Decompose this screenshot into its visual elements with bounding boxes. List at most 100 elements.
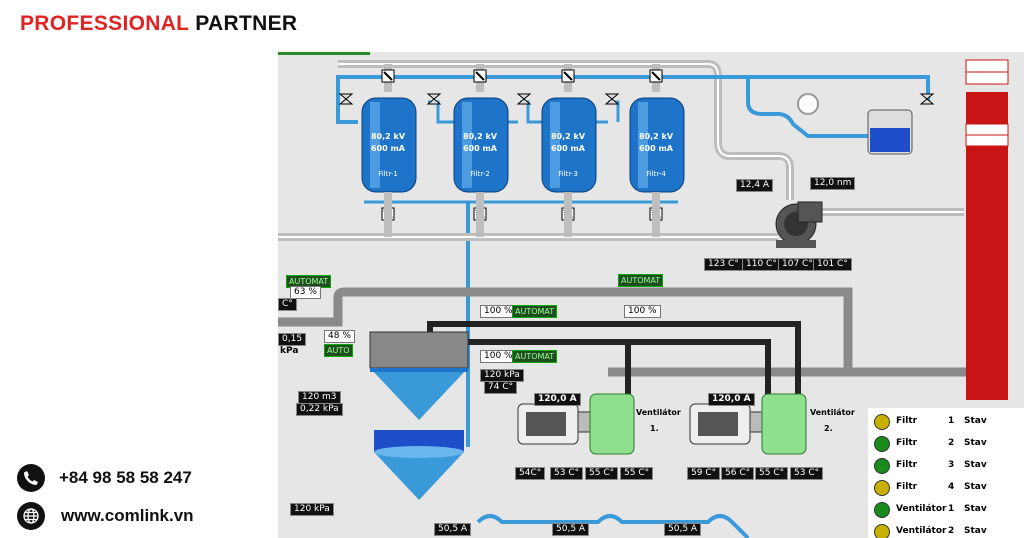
- filter-4-voltage: 80,2 kV: [638, 132, 674, 141]
- particle-size: 12,0 nm: [810, 177, 856, 190]
- pipe-water-link3: [608, 100, 620, 122]
- phone-number: +84 98 58 58 247: [59, 468, 192, 487]
- water-tank-level: [870, 128, 910, 152]
- valve-left-percent: 63 %: [290, 286, 321, 299]
- status-num-5: 1: [948, 504, 955, 514]
- automat-b[interactable]: AUTOMAT: [512, 350, 558, 363]
- motor-2-temp-4: 53 C°: [790, 467, 824, 480]
- filter-2-current: 600 mA: [462, 144, 497, 153]
- motor-2-current: 120,0 A: [708, 393, 755, 406]
- hopper-temp: 74 C°: [484, 381, 518, 394]
- status-num-4: 4: [948, 482, 955, 492]
- motor-2-num: 2.: [824, 424, 833, 433]
- main-fan-icon: [775, 201, 823, 248]
- pipe-black-3: [628, 339, 771, 412]
- filter-1-voltage: 80,2 kV: [370, 132, 406, 141]
- motor-1-icon: [517, 403, 591, 445]
- amps-bottom-2: 50,5 A: [552, 523, 590, 536]
- status-panel-bg: [868, 408, 1024, 538]
- filter-1-name: Filtr-1: [378, 170, 398, 178]
- temp-unit: C°: [278, 298, 297, 311]
- motor-1-label: Ventilátor: [636, 408, 681, 417]
- automat-a[interactable]: AUTOMAT: [512, 305, 558, 318]
- globe-icon: [17, 502, 45, 530]
- motor-2-label: Ventilátor: [810, 408, 855, 417]
- status-label-1: Filtr: [896, 416, 918, 426]
- filter-3-voltage: 80,2 kV: [550, 132, 586, 141]
- motor-2-temp-2: 56 C°: [721, 467, 755, 480]
- status-stav-5: Stav: [964, 504, 987, 514]
- status-label-4: Filtr: [896, 482, 918, 492]
- filter-2-name: Filtr-2: [470, 170, 490, 178]
- filter-4-name: Filtr-4: [646, 170, 666, 178]
- auto-mode[interactable]: AUTO: [324, 344, 353, 357]
- valve-mid-percent: 100 %: [624, 305, 661, 318]
- pump-icon: [797, 93, 819, 115]
- fan-2-icon: [761, 393, 807, 455]
- motor-1-temp-1: 54C°: [515, 467, 546, 480]
- motor-2-icon: [689, 403, 763, 445]
- motor-1-temp-3: 55 C°: [585, 467, 619, 480]
- pipe-water-left: [336, 82, 358, 124]
- status-led-filtr-2: [874, 436, 890, 452]
- temp-top-4: 101 C°: [813, 258, 852, 271]
- filter-2-voltage: 80,2 kV: [462, 132, 498, 141]
- motor-1-current: 120,0 A: [534, 393, 581, 406]
- status-led-filtr-1: [874, 414, 890, 430]
- temp-top-2: 110 C°: [742, 258, 781, 271]
- status-num-2: 2: [948, 438, 955, 448]
- amps-bottom-3: 50,5 A: [664, 523, 702, 536]
- pipe-top-highlight: [338, 63, 791, 200]
- status-num-3: 3: [948, 460, 955, 470]
- pipe-water-top: [336, 75, 930, 102]
- status-label-5: Ventilátor: [896, 504, 947, 514]
- brand-word-partner: PARTNER: [195, 12, 298, 35]
- scada-diagram: [278, 52, 1024, 538]
- hopper: [369, 331, 469, 420]
- main-fan-current: 12,4 A: [736, 179, 774, 192]
- status-led-filtr-4: [874, 480, 890, 496]
- status-line: [278, 52, 370, 55]
- website-url: www.comlink.vn: [61, 506, 194, 525]
- pressure-value: 0,15: [278, 333, 307, 346]
- fan-1-icon: [589, 393, 635, 455]
- valve-48-percent: 48 %: [324, 330, 355, 343]
- status-label-6: Ventilátor: [896, 526, 947, 536]
- motor-2-temp-3: 55 C°: [755, 467, 789, 480]
- pressure-022: 0,22 kPa: [296, 403, 343, 416]
- motor-1-temp-2: 53 C°: [550, 467, 584, 480]
- status-label-3: Filtr: [896, 460, 918, 470]
- pipe-water-bottom-run: [476, 514, 750, 538]
- amps-bottom-1: 50,5 A: [434, 523, 472, 536]
- status-stav-2: Stav: [964, 438, 987, 448]
- contact-website[interactable]: www.comlink.vn: [17, 502, 194, 530]
- filter-3-name: Filtr-3: [558, 170, 578, 178]
- status-num-1: 1: [948, 416, 955, 426]
- bottom-cone: [374, 430, 464, 500]
- automat-mid[interactable]: AUTOMAT: [618, 274, 664, 287]
- status-stav-1: Stav: [964, 416, 987, 426]
- filter-3-current: 600 mA: [550, 144, 585, 153]
- motor-1-num: 1.: [650, 424, 659, 433]
- temp-top-1: 123 C°: [704, 258, 743, 271]
- filter-tanks: [361, 97, 685, 193]
- status-stav-6: Stav: [964, 526, 987, 536]
- status-stav-3: Stav: [964, 460, 987, 470]
- bottom-pressure: 120 kPa: [290, 503, 334, 516]
- status-num-6: 2: [948, 526, 955, 536]
- pipe-water-pump: [746, 77, 868, 138]
- temp-top-3: 107 C°: [778, 258, 817, 271]
- filter-4-current: 600 mA: [638, 144, 673, 153]
- motor-2-temp-1: 59 C°: [687, 467, 721, 480]
- scada-panel: 80,2 kV 600 mA Filtr-1 80,2 kV 600 mA Fi…: [278, 52, 1024, 538]
- brand-word-professional: PROFESSIONAL: [20, 12, 190, 35]
- pressure-unit: kPa: [280, 346, 299, 356]
- pipe-process-loop: [278, 287, 853, 372]
- contact-phone[interactable]: +84 98 58 58 247: [17, 464, 192, 492]
- status-label-2: Filtr: [896, 438, 918, 448]
- filter-1-current: 600 mA: [370, 144, 405, 153]
- motor-1-temp-4: 55 C°: [620, 467, 654, 480]
- status-led-vent-1: [874, 502, 890, 518]
- phone-icon: [17, 464, 45, 492]
